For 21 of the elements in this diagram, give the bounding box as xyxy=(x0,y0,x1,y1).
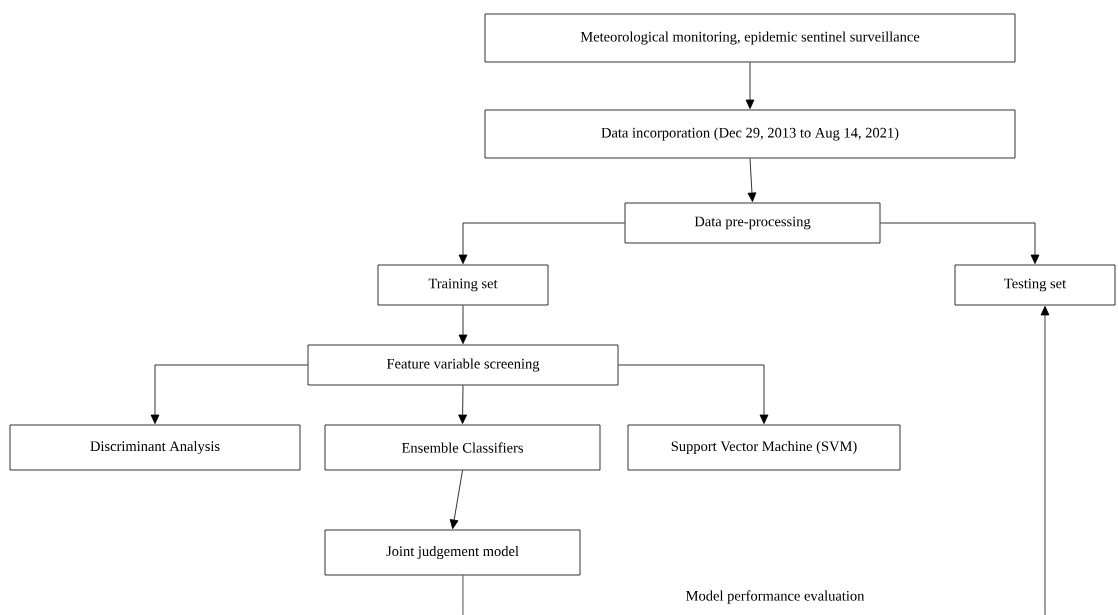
arrow xyxy=(458,222,625,264)
note-text: Model performance evaluation xyxy=(686,590,865,604)
process-box: Training set xyxy=(377,264,549,306)
arrow xyxy=(449,470,463,530)
arrow xyxy=(458,305,468,344)
arrow xyxy=(747,158,757,202)
arrow xyxy=(458,385,467,424)
process-box: Feature variable screening xyxy=(307,344,619,386)
process-box: Data pre-processing xyxy=(624,202,881,244)
arrow xyxy=(745,62,755,110)
arrow xyxy=(1040,305,1050,615)
arrow xyxy=(618,364,769,424)
process-box: Joint judgement model xyxy=(324,529,581,576)
process-box: Support Vector Machine (SVM) xyxy=(627,424,901,471)
process-box: Ensemble Classifiers xyxy=(324,424,601,471)
process-box: Meteorological monitoring, epidemic sentinel surveillance xyxy=(484,13,1016,63)
arrow xyxy=(880,222,1040,264)
arrow xyxy=(150,364,308,424)
process-box: Data incorporation (Dec 29, 2013 to Aug 14, 2021) xyxy=(484,109,1016,159)
process-box: Testing set xyxy=(954,264,1116,306)
process-box: Discriminant Analysis xyxy=(9,424,301,471)
